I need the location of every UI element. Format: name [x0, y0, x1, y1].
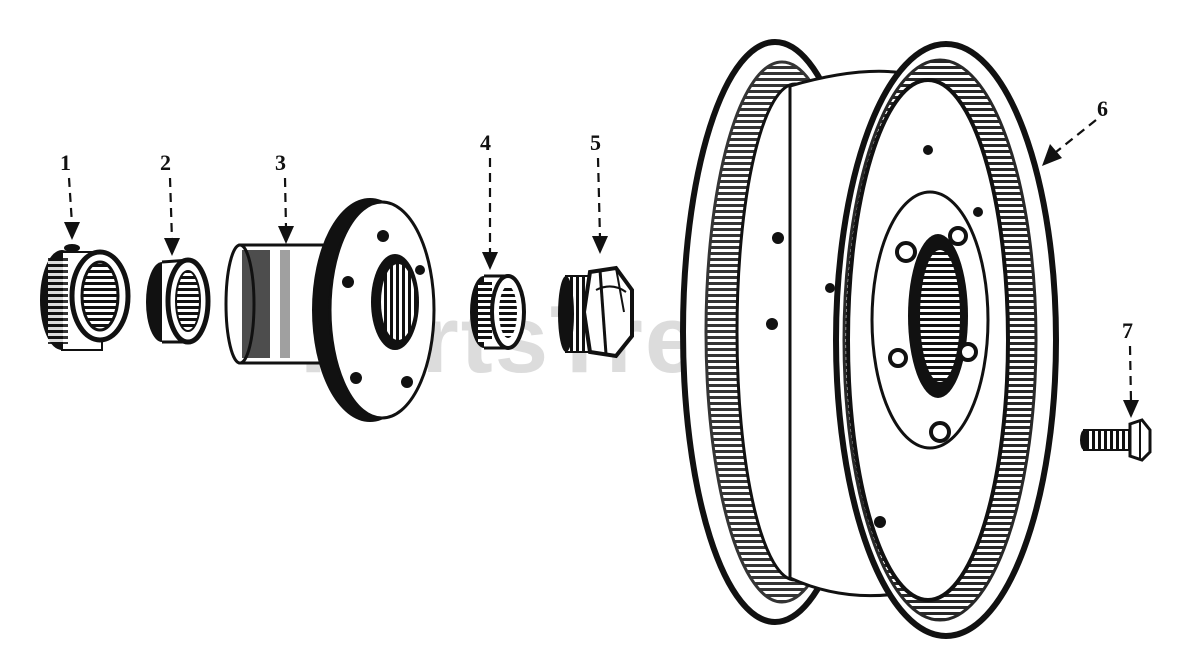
part-7-bolt-icon: [1080, 418, 1152, 462]
callout-7: 7: [1122, 318, 1133, 343]
callout-2: 2: [160, 150, 171, 175]
callout-leaders: [64, 119, 1139, 418]
callout-3: 3: [275, 150, 286, 175]
callout-1: 1: [60, 150, 71, 175]
part-3-wheel-hub-icon: [224, 198, 436, 422]
callout-4: 4: [480, 130, 491, 155]
part-2-bearing-cone-icon: [146, 257, 211, 345]
part-4-inner-bearing-icon: [470, 274, 526, 350]
part-1-bearing-cup-icon: [40, 244, 131, 351]
callout-5: 5: [590, 130, 601, 155]
callout-labels: 1 2 3 4 5 6 7: [60, 96, 1133, 343]
part-5-hub-cap-icon: [558, 265, 634, 359]
callout-6: 6: [1097, 96, 1108, 121]
part-6-wheel-rim-icon: [680, 39, 1059, 639]
